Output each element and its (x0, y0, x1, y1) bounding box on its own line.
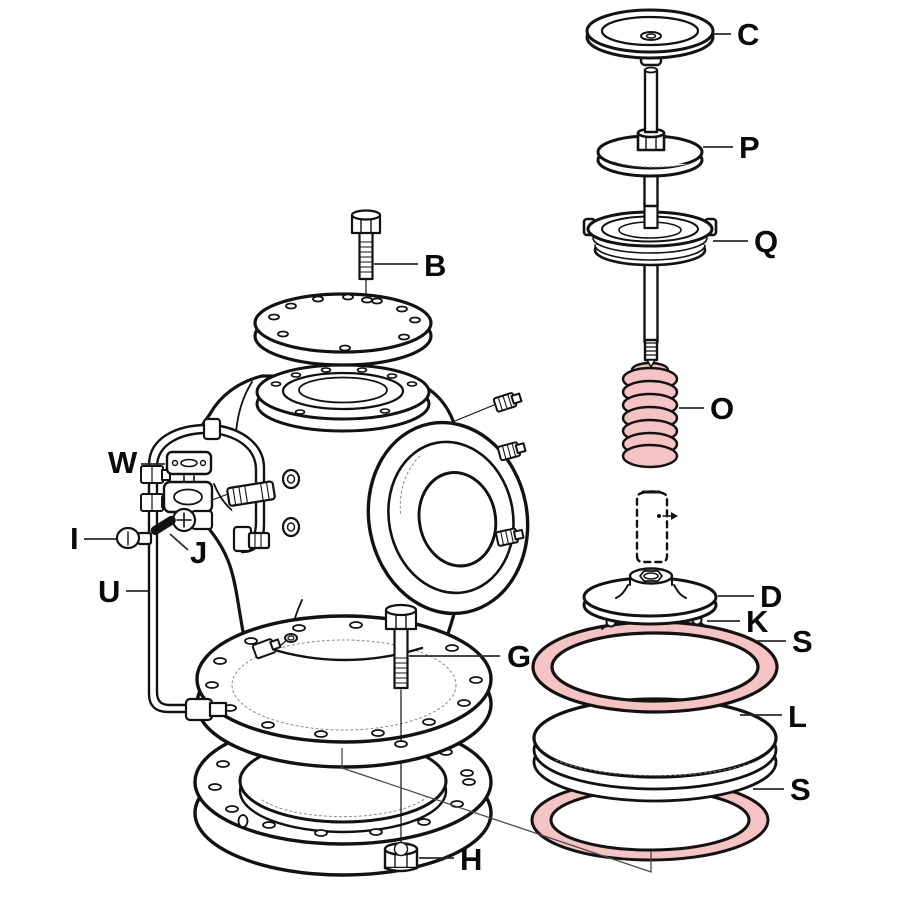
adjusting-knob (171, 507, 214, 533)
tube-top-boss (202, 417, 222, 441)
part-label-tube: U (98, 574, 120, 609)
side-flange (366, 392, 530, 616)
flange-face-plug (251, 633, 298, 660)
disc-holder-d (582, 567, 718, 626)
pin-j (150, 515, 176, 535)
stem-lower (643, 260, 659, 368)
part-label-seal-upper: S (792, 624, 813, 659)
neck-flange (255, 363, 431, 433)
part-label-gland-ring: Q (754, 224, 778, 259)
top-cover (253, 292, 433, 367)
part-label-retainer-pins: K (746, 604, 769, 639)
plug-i (115, 526, 153, 550)
leader-lines (84, 33, 786, 873)
elbow-fitting (232, 525, 271, 553)
vent-plugs (492, 392, 527, 547)
part-labels: C P Q B O W I J U D K S G L S H (70, 17, 813, 877)
part-label-pilot-plate: W (108, 445, 138, 480)
tube-bottom-elbow (184, 697, 228, 722)
part-label-seal-lower: S (790, 772, 811, 807)
pilot-body (162, 480, 229, 514)
bolt-g-hole (394, 740, 408, 748)
part-label-disc-holder: D (760, 579, 782, 614)
bolt-b (350, 209, 382, 297)
base-flange (195, 614, 493, 769)
part-label-flange-nut: H (460, 842, 482, 877)
elbow-ring (281, 516, 301, 538)
base-flange-bolt-holes (205, 621, 483, 738)
nipple-ring (281, 468, 301, 490)
handwheel-c (585, 8, 715, 67)
part-label-cover-bolt: B (424, 248, 446, 283)
spindle-plate-p (596, 66, 704, 178)
nut-h (383, 841, 419, 873)
neck-bolt-holes (270, 367, 418, 415)
gland-ring-q (582, 200, 718, 267)
cover-bolt-holes (268, 293, 421, 352)
bolt-g (384, 603, 418, 843)
part-label-spring: O (710, 391, 734, 426)
pilot-assembly (115, 417, 301, 722)
seal-ring-upper (531, 620, 779, 714)
part-label-flange-bolt: G (507, 639, 531, 674)
valve-body (115, 209, 530, 877)
exploded-stack (530, 8, 779, 862)
part-label-pin: J (190, 535, 207, 570)
pilot-plate-w (165, 450, 213, 483)
part-label-spindle-plate: P (739, 130, 760, 165)
part-label-disc: L (788, 699, 807, 734)
hidden-guide-cylinder (635, 490, 678, 564)
spring-o (621, 361, 679, 469)
pipe-nipple (226, 480, 276, 507)
part-label-plug: I (70, 521, 79, 556)
valve-disc-l (532, 697, 778, 803)
part-label-handwheel: C (737, 17, 759, 52)
